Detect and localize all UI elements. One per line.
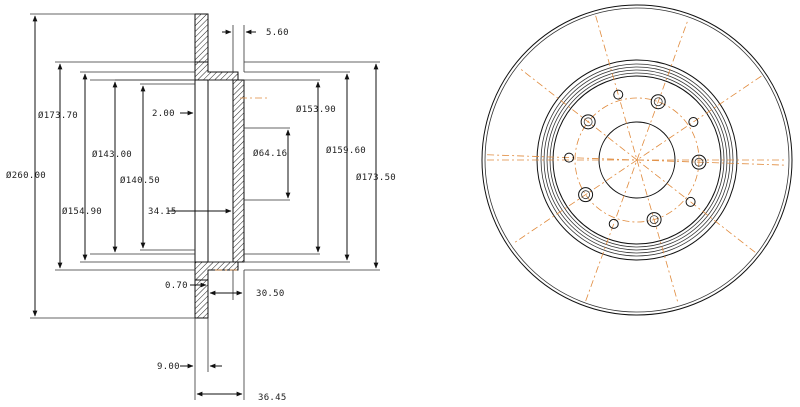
bolt-hole xyxy=(691,154,707,170)
dim-0-70: 0.70 xyxy=(165,281,188,291)
dim-36-45: 36.45 xyxy=(258,393,287,403)
small-hole xyxy=(688,116,699,127)
front-centerlines xyxy=(487,15,787,305)
small-hole xyxy=(608,218,619,229)
outer-rim xyxy=(481,4,793,316)
bolt-hole xyxy=(646,212,662,228)
small-hole xyxy=(685,196,696,207)
dim-153-90: Ø153.90 xyxy=(296,104,336,115)
dim-140-50: Ø140.50 xyxy=(120,175,160,186)
bolt-hole-inner xyxy=(581,190,590,200)
side-view: 5.60 Ø173.70 2.00 Ø153.90 Ø143.00 Ø64.16… xyxy=(6,13,396,403)
bolt-hole-inner xyxy=(583,117,593,127)
dim-159-60: Ø159.60 xyxy=(326,145,366,156)
dimension-lines xyxy=(32,15,379,397)
front-holes xyxy=(564,89,707,229)
dim-64-16: Ø64.16 xyxy=(253,148,287,159)
bolt-hole-inner xyxy=(653,97,663,107)
dim-30-50: 30.50 xyxy=(256,289,285,299)
dim-154-90: Ø154.90 xyxy=(62,206,102,217)
bolt-hole xyxy=(650,94,666,110)
extension-lines xyxy=(30,13,380,400)
front-view xyxy=(481,4,793,316)
rotor-section xyxy=(194,13,245,319)
dim-5-60: 5.60 xyxy=(266,28,289,38)
small-hole xyxy=(613,89,624,100)
dim-2-00: 2.00 xyxy=(152,109,175,119)
dim-143-00: Ø143.00 xyxy=(92,149,132,160)
dim-34-15: 34.15 xyxy=(148,207,177,217)
dim-260-00: Ø260.00 xyxy=(6,170,46,181)
bolt-hole-inner xyxy=(649,215,659,224)
bolt-hole-inner xyxy=(694,157,704,167)
outer-rim-inner-edge xyxy=(484,7,790,313)
dim-173-70: Ø173.70 xyxy=(38,110,78,121)
bolt-hole xyxy=(580,114,596,130)
small-hole xyxy=(564,152,575,163)
dim-173-50: Ø173.50 xyxy=(356,172,396,183)
dim-9-00: 9.00 xyxy=(157,362,180,372)
bolt-hole xyxy=(578,187,594,203)
